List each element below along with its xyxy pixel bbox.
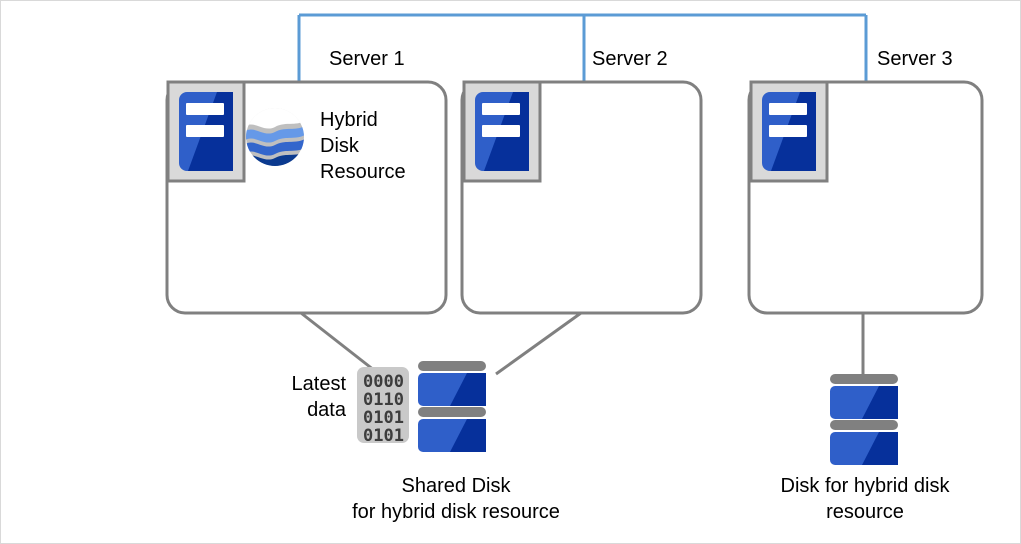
server3-disk-caption-line2: resource	[826, 501, 904, 523]
binary-data-icon	[357, 367, 409, 443]
server-label-3: Server 3	[877, 48, 953, 70]
hybrid-disk-resource-line1: Hybrid	[320, 109, 378, 131]
binary-row-1: 0110	[363, 390, 404, 410]
binary-row-0: 0000	[363, 372, 404, 392]
server-icon-2	[462, 80, 542, 183]
binary-row-2: 0101	[363, 408, 404, 428]
binary-text-rows: 0000 0110 0101 0101	[363, 372, 404, 446]
interconnect-bus	[297, 13, 868, 81]
hybrid-disk-resource-line2: Disk	[320, 135, 359, 157]
binary-row-3: 0101	[363, 426, 404, 446]
shared-disk-icon	[418, 361, 486, 452]
shared-disk-caption-line2: for hybrid disk resource	[352, 501, 560, 523]
latest-data-line1: Latest	[291, 373, 346, 395]
server-icon-3	[749, 80, 829, 183]
shared-disk-caption-line1: Shared Disk	[401, 475, 511, 497]
server3-disk-caption-line1: Disk for hybrid disk	[780, 475, 950, 497]
connector-lines	[300, 311, 865, 376]
server3-disk-icon	[830, 374, 898, 465]
server-icon-1	[166, 80, 246, 183]
latest-data-line2: data	[307, 399, 346, 421]
server-label-2: Server 2	[592, 48, 668, 70]
hybrid-disk-resource-line3: Resource	[320, 161, 406, 183]
server-label-1: Server 1	[329, 48, 405, 70]
